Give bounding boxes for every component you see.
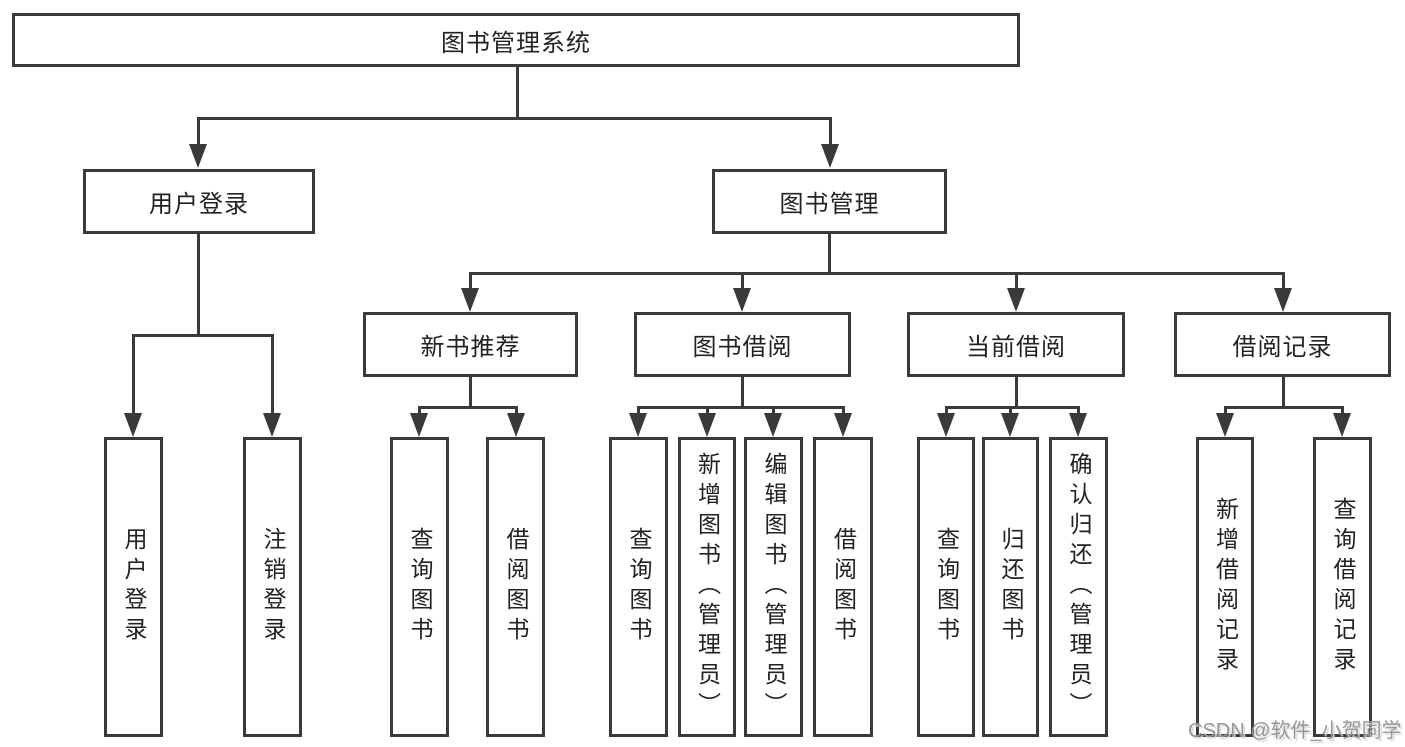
leaf-logout-label: 注销登录: [260, 527, 286, 647]
connector-drop-borrow-records: [1282, 272, 1285, 290]
arrowhead-book-management: [821, 144, 839, 168]
connector-borrowrecords-rail: [1224, 406, 1344, 409]
connector-drop-new-book: [469, 272, 472, 290]
leaf-query-books-current: 查询图书: [917, 437, 975, 737]
leaf-borrow-books-recommend: 借阅图书: [486, 437, 545, 737]
leaf-user-login-label: 用户登录: [121, 527, 147, 647]
connector-root-stem: [516, 67, 519, 118]
leaf-logout: 注销登录: [243, 437, 302, 737]
arrowhead-leaf-query3: [937, 413, 955, 437]
arrowhead-leaf-query-record: [1333, 413, 1351, 437]
connector-newbook-rail: [418, 406, 518, 409]
connector-currentborrow-stem: [1015, 377, 1018, 408]
connector-borrowrecords-stem: [1282, 377, 1285, 408]
connector-drop-leaf-add-record: [1224, 406, 1227, 415]
leaf-query-books-borrow-label: 查询图书: [626, 527, 652, 647]
leaf-query-books-recommend-label: 查询图书: [407, 527, 433, 647]
connector-drop-leaf-return: [1009, 406, 1012, 415]
connector-drop-current-borrow: [1015, 272, 1018, 290]
arrowhead-leaf-query2: [629, 413, 647, 437]
node-current-borrow: 当前借阅: [907, 312, 1125, 377]
node-new-book-recommend-label: 新书推荐: [420, 334, 521, 361]
connector-drop-leaf-borrow2: [842, 406, 845, 415]
leaf-query-books-current-label: 查询图书: [933, 527, 960, 647]
node-current-borrow-label: 当前借阅: [966, 334, 1066, 361]
connector-userlogin-rail: [132, 334, 273, 337]
leaf-edit-book-admin: 编辑图书（管理员）: [744, 437, 803, 737]
leaf-add-borrow-record-label: 新增借阅记录: [1212, 497, 1239, 677]
arrowhead-new-book: [461, 288, 479, 312]
node-user-login: 用户登录: [83, 169, 315, 234]
arrowhead-leaf-add-record: [1216, 413, 1234, 437]
arrowhead-leaf-borrow2: [834, 413, 852, 437]
connector-bookborrow-rail: [637, 406, 845, 409]
connector-drop-leaf-confirm-return: [1077, 406, 1080, 415]
arrowhead-current-borrow: [1007, 288, 1025, 312]
connector-drop-user-login: [197, 117, 200, 146]
csdn-watermark: CSDN @软件_小贺同学: [1188, 720, 1402, 742]
leaf-query-borrow-record-label: 查询借阅记录: [1330, 497, 1356, 677]
arrowhead-borrow-records: [1274, 288, 1292, 312]
leaf-add-book-admin: 新增图书（管理员）: [678, 437, 736, 737]
node-new-book-recommend: 新书推荐: [363, 312, 578, 377]
connector-drop-leaf-borrow1: [515, 406, 518, 415]
connector-bookmgmt-stem: [828, 234, 831, 274]
node-root: 图书管理系统: [12, 13, 1020, 67]
connector-drop-leaf-login: [132, 334, 135, 415]
leaf-confirm-return-admin: 确认归还（管理员）: [1049, 437, 1108, 737]
arrowhead-leaf-login: [124, 413, 142, 437]
connector-drop-leaf-logout: [271, 334, 274, 415]
node-book-borrow-label: 图书借阅: [692, 334, 793, 361]
arrowhead-user-login: [189, 144, 207, 168]
leaf-borrow-books-2-label: 借阅图书: [830, 527, 857, 647]
arrowhead-leaf-edit-book: [764, 413, 782, 437]
leaf-return-book-label: 归还图书: [998, 527, 1024, 647]
arrowhead-leaf-add-book: [698, 413, 716, 437]
connector-currentborrow-rail: [945, 406, 1080, 409]
arrowhead-leaf-return: [1001, 413, 1019, 437]
connector-userlogin-stem: [197, 234, 200, 336]
connector-bookborrow-stem: [741, 377, 744, 408]
connector-drop-leaf-query1: [418, 406, 421, 415]
arrowhead-book-borrow: [733, 288, 751, 312]
connector-drop-leaf-query-record: [1341, 406, 1344, 415]
leaf-confirm-return-admin-label: 确认归还（管理员）: [1066, 452, 1092, 722]
leaf-borrow-books-recommend-label: 借阅图书: [503, 527, 529, 647]
leaf-query-books-borrow: 查询图书: [609, 437, 668, 737]
node-book-management-label: 图书管理: [779, 191, 880, 218]
connector-drop-leaf-query2: [637, 406, 640, 415]
leaf-add-book-admin-label: 新增图书（管理员）: [694, 452, 721, 722]
leaf-user-login: 用户登录: [104, 437, 163, 737]
arrowhead-leaf-query1: [410, 413, 428, 437]
leaf-query-borrow-record: 查询借阅记录: [1313, 437, 1372, 737]
connector-root-rail: [197, 117, 831, 120]
node-borrow-records-label: 借阅记录: [1232, 334, 1333, 361]
arrowhead-leaf-confirm-return: [1069, 413, 1087, 437]
node-book-management: 图书管理: [712, 169, 947, 234]
node-user-login-label: 用户登录: [149, 191, 249, 218]
arrowhead-leaf-borrow1: [507, 413, 525, 437]
leaf-query-books-recommend: 查询图书: [390, 437, 449, 737]
leaf-return-book: 归还图书: [982, 437, 1039, 737]
leaf-borrow-books-2: 借阅图书: [813, 437, 873, 737]
connector-drop-book-borrow: [741, 272, 744, 290]
leaf-add-borrow-record: 新增借阅记录: [1196, 437, 1254, 737]
node-borrow-records: 借阅记录: [1174, 312, 1391, 377]
node-root-label: 图书管理系统: [441, 29, 591, 57]
node-book-borrow: 图书借阅: [634, 312, 851, 377]
connector-drop-leaf-add-book: [706, 406, 709, 415]
leaf-edit-book-admin-label: 编辑图书（管理员）: [761, 452, 787, 722]
connector-bookmgmt-rail: [469, 272, 1285, 275]
connector-newbook-stem: [469, 377, 472, 408]
connector-drop-leaf-edit-book: [772, 406, 775, 415]
arrowhead-leaf-logout: [263, 413, 281, 437]
connector-drop-book-management: [829, 117, 832, 146]
connector-drop-leaf-query3: [945, 406, 948, 415]
